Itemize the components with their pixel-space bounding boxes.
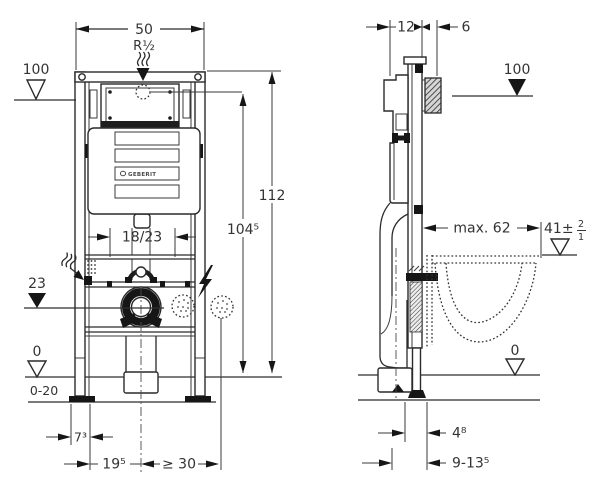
wall-anchor-points — [171, 294, 234, 470]
dim-total-height: 112 — [207, 70, 287, 373]
dim-side-clearance-label: ≥ 30 — [162, 457, 196, 473]
brand-mark-icon — [119, 170, 127, 177]
level-23-label: 23 — [28, 276, 46, 292]
datum-triangle-icon — [508, 79, 526, 96]
level-0-label: 0 — [33, 344, 42, 360]
dim-frame-depth-label: 12 — [397, 20, 415, 36]
dim-actuator-height-label: 104⁵ — [227, 222, 259, 238]
mounting-bolt — [406, 273, 438, 281]
level-100-label: 100 — [23, 62, 50, 78]
dim-rim-height: 41± 2 1 — [542, 219, 586, 257]
perforation-dots — [87, 260, 96, 274]
dim-floor-buildup: 9-13⁵ — [362, 448, 489, 472]
level-marker-23: 23 — [24, 276, 164, 309]
dim-actuator-height: 104⁵ — [151, 91, 260, 373]
dim-frame-depth: 12 — [366, 20, 430, 76]
dim-front-offset-label: 4⁸ — [452, 426, 467, 442]
wc-mounting-hardware — [406, 265, 438, 333]
corner-screw-icon — [194, 73, 202, 81]
foot-plate — [408, 390, 426, 398]
foot-plate — [185, 396, 211, 402]
drain-bend-side — [377, 202, 413, 398]
corner-screw-icon — [78, 73, 86, 81]
dim-drain-offset-label: 19⁵ — [102, 457, 125, 473]
drain-outlet-front — [123, 288, 159, 473]
datum-triangle-icon — [26, 360, 48, 379]
supply-connection-point — [135, 84, 151, 100]
toilet-bowl-outline — [426, 255, 541, 348]
dim-frame-width: 50 — [75, 22, 205, 70]
dim-rim-tol-minus: 1 — [578, 232, 584, 243]
level-marker-100-front: 100 — [14, 62, 76, 101]
water-supply-icon — [61, 252, 77, 269]
dim-bend-offset-label: 18/23 — [122, 230, 162, 246]
dim-total-height-label: 112 — [259, 188, 286, 204]
dim-front-offset: 4⁸ — [378, 402, 467, 470]
level-marker-0-side: 0 — [504, 343, 526, 377]
dim-floor-buildup-label: 9-13⁵ — [452, 456, 489, 472]
supply-thread-label: R½ — [133, 39, 155, 54]
datum-triangle-icon — [549, 238, 571, 257]
actuator-plate-section — [424, 77, 442, 114]
wall-bolt — [415, 64, 423, 73]
water-supply-arrow-icon — [69, 267, 84, 280]
level-100-side-label: 100 — [504, 62, 531, 78]
power-connection-icon — [198, 265, 213, 298]
foot-plate — [69, 396, 95, 402]
level-marker-0-front: 0 0-20 — [26, 344, 58, 398]
dim-rim-tol-plus: 2 — [578, 219, 584, 230]
water-supply-top-icon — [136, 51, 151, 81]
dim-plate-offset: 6 — [436, 20, 471, 76]
brand-label: GEBERIT — [128, 172, 156, 178]
dim-floor-range-label: 0-20 — [30, 383, 58, 398]
datum-triangle-icon — [504, 358, 526, 377]
dim-foot-offset: 7³ — [46, 404, 113, 470]
dim-frame-width-label: 50 — [135, 22, 153, 38]
level-0-side-label: 0 — [511, 343, 520, 359]
water-inlet-stub — [84, 276, 92, 285]
datum-triangle-icon — [28, 293, 46, 308]
dim-bend-offset: 18/23 — [88, 230, 196, 246]
cistern-side-profile — [383, 74, 423, 214]
dim-bowl-depth: max. 62 — [423, 221, 542, 258]
threaded-rod — [409, 281, 423, 333]
mounting-bracket — [125, 266, 157, 284]
cistern: GEBERIT — [85, 127, 203, 229]
dim-bowl-depth-label: max. 62 — [453, 221, 510, 237]
dim-rim-height-label: 41± — [544, 221, 574, 237]
dim-drain-offset-and-clearance: 19⁵ ≥ 30 — [64, 457, 219, 473]
dim-plate-offset-label: 6 — [462, 20, 471, 36]
actuator-opening — [89, 83, 191, 128]
level-marker-100-side: 100 — [452, 62, 533, 97]
dim-foot-offset-label: 7³ — [74, 430, 87, 445]
datum-triangle-icon — [25, 79, 47, 101]
